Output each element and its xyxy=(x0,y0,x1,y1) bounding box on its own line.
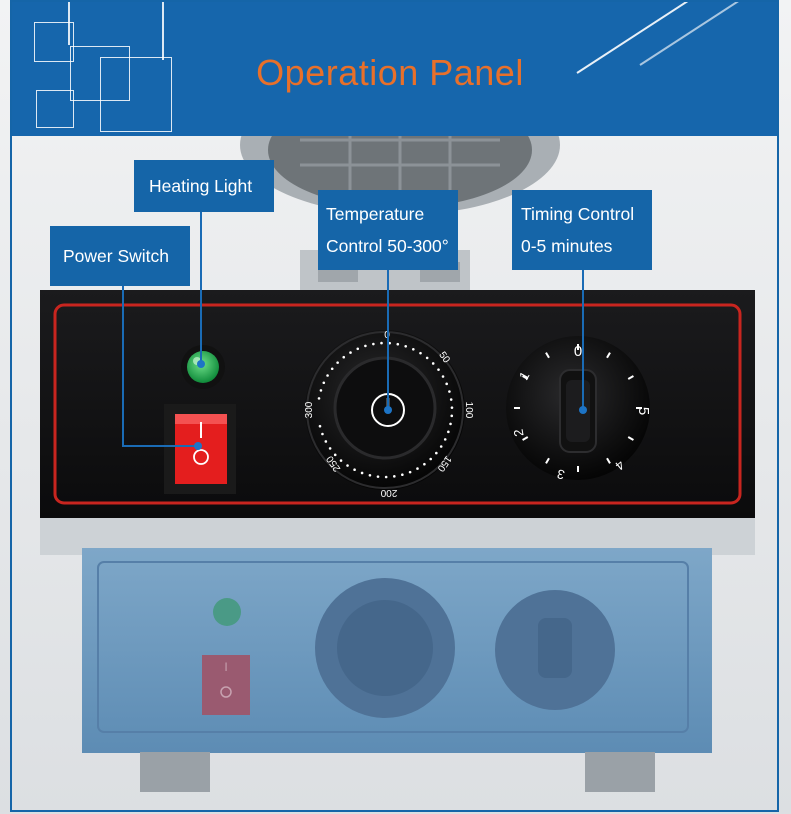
decor-square xyxy=(36,90,74,128)
dial-dot xyxy=(360,471,364,475)
dial-dot xyxy=(450,406,454,409)
dial-dot xyxy=(445,382,448,386)
dial-dot xyxy=(408,470,412,474)
callout-temperature: Temperature Control 50-300° xyxy=(318,190,458,270)
dial-dot xyxy=(441,375,445,378)
temp-label-150: 150 xyxy=(435,453,454,473)
dial-dot xyxy=(449,398,453,401)
callout-timing-line1: Timing Control xyxy=(521,204,635,224)
callout-power-switch: Power Switch xyxy=(50,226,190,286)
dial-dot xyxy=(423,462,426,466)
callout-timing-line2: 0-5 minutes xyxy=(521,236,613,256)
dial-dot xyxy=(429,457,432,461)
dial-dot xyxy=(443,438,447,441)
dial-dot xyxy=(380,341,383,345)
dial-dot xyxy=(318,424,322,428)
timer-label-1: 1 xyxy=(516,369,533,383)
timer-label-3: 3 xyxy=(555,466,566,482)
dial-dot xyxy=(328,447,332,450)
dial-dot xyxy=(416,467,419,470)
dial-tick xyxy=(545,457,550,464)
dial-tick xyxy=(627,436,634,441)
dial-dot xyxy=(419,351,422,355)
decor-line xyxy=(68,0,70,45)
decor-square xyxy=(100,57,172,132)
dial-dot xyxy=(349,351,352,354)
svg-text:I: I xyxy=(224,660,227,674)
dial-dot xyxy=(330,367,334,371)
dial-dot xyxy=(353,468,356,471)
page-title: Operation Panel xyxy=(256,52,524,93)
temp-label-300: 300 xyxy=(304,401,315,418)
temp-label-100: 100 xyxy=(463,402,474,419)
temp-label-200: 200 xyxy=(380,487,397,498)
pointer-dot xyxy=(384,406,392,414)
dial-dot xyxy=(346,464,349,467)
dial-dot xyxy=(412,347,415,351)
timer-label-2: 2 xyxy=(511,428,527,438)
dial-dot xyxy=(324,440,328,443)
dial-dot xyxy=(356,347,360,351)
dial-dot xyxy=(317,397,321,400)
timer-label-5: 5 xyxy=(635,407,652,415)
pointer-dot xyxy=(194,442,202,450)
leader-line xyxy=(200,212,202,364)
dial-dot xyxy=(319,389,323,392)
dial-tick xyxy=(545,352,550,359)
dial-dot xyxy=(372,342,375,346)
leader-line xyxy=(122,286,124,446)
dial-dot xyxy=(437,368,440,371)
decor-square xyxy=(34,22,74,62)
timer-label-0: 0 xyxy=(574,343,582,360)
dial-dot xyxy=(388,341,391,345)
dial-tick xyxy=(606,457,611,464)
dial-dot xyxy=(336,361,339,364)
dial-dot xyxy=(364,344,367,348)
dial-dot xyxy=(322,381,326,385)
dial-dot xyxy=(339,459,343,462)
dial-dot xyxy=(393,475,396,478)
pointer-dot xyxy=(197,360,205,368)
dial-dot xyxy=(384,475,388,479)
callout-temperature-line1: Temperature xyxy=(326,204,425,224)
leader-line xyxy=(387,270,389,410)
dial-dot xyxy=(404,344,408,348)
dial-dot xyxy=(368,473,372,477)
dial-tick xyxy=(627,375,634,380)
dial-dot xyxy=(326,374,329,377)
callout-heating-light-text: Heating Light xyxy=(149,176,253,196)
dial-dot xyxy=(376,475,380,478)
dial-dot xyxy=(396,342,400,346)
dial-dot xyxy=(342,355,346,359)
callout-power-switch-text: Power Switch xyxy=(63,246,170,266)
dial-dot xyxy=(425,356,429,360)
decor-line xyxy=(162,0,164,60)
dial-tick xyxy=(522,375,529,380)
dial-dot xyxy=(439,445,443,448)
dial-dot xyxy=(431,362,435,365)
leader-line xyxy=(122,445,198,447)
pointer-dot xyxy=(579,406,587,414)
callout-temperature-line2: Control 50-300° xyxy=(326,236,449,256)
leader-line xyxy=(582,270,584,410)
header-banner: Operation Panel xyxy=(10,0,779,136)
dial-dot xyxy=(450,414,454,418)
dial-dot xyxy=(321,432,324,436)
dial-dot xyxy=(435,451,438,455)
callout-heating-light: Heating Light xyxy=(134,160,274,212)
callout-timing: Timing Control 0-5 minutes xyxy=(512,190,652,270)
dial-tick xyxy=(606,352,611,359)
timer-label-4: 4 xyxy=(612,457,627,473)
temp-label-250: 250 xyxy=(324,453,343,473)
dial-dot xyxy=(401,473,404,477)
dial-tick xyxy=(522,436,529,441)
dial-dot xyxy=(447,430,450,434)
dial-dot xyxy=(449,422,452,426)
dial-dot xyxy=(448,390,451,393)
dial-dot xyxy=(333,453,337,457)
temp-label-50: 50 xyxy=(436,350,452,366)
